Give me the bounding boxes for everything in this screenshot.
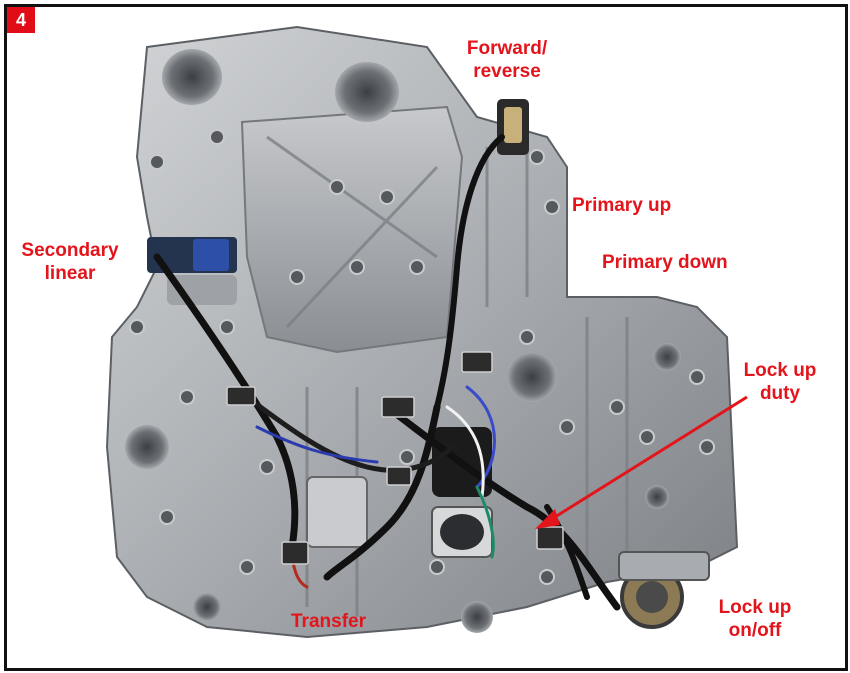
separator-plate xyxy=(240,105,464,354)
valve-bores xyxy=(125,49,681,633)
label-primary-down-text: Primary down xyxy=(602,252,728,273)
label-forward-reverse-line2: reverse xyxy=(473,61,541,82)
label-primary-up: Primary up xyxy=(572,194,671,217)
label-forward-reverse-line1: Forward/ xyxy=(466,38,548,59)
label-secondary-linear-line2: linear xyxy=(44,263,96,284)
label-lock-up-onoff-line2: on/off xyxy=(728,620,782,641)
label-lock-up-duty-line2: duty xyxy=(759,383,801,404)
label-transfer: Transfer xyxy=(291,610,366,633)
label-transfer-text: Transfer xyxy=(291,611,366,632)
lock-up-duty-arrow xyxy=(535,395,748,529)
figure-frame: 4 Forward/ reverse Primary up Primary do… xyxy=(4,4,848,671)
label-lock-up-duty: Lock up duty xyxy=(732,359,828,405)
bolt-holes xyxy=(129,129,715,585)
figure-number-badge: 4 xyxy=(7,7,35,33)
label-lock-up-onoff: Lock up on/off xyxy=(707,596,803,642)
label-lock-up-duty-line1: Lock up xyxy=(743,360,817,381)
label-lock-up-onoff-line1: Lock up xyxy=(718,597,792,618)
label-forward-reverse: Forward/ reverse xyxy=(457,37,557,83)
label-primary-down: Primary down xyxy=(602,251,728,274)
label-primary-up-text: Primary up xyxy=(572,195,672,216)
solenoids xyxy=(147,99,710,629)
wire-connectors xyxy=(226,351,564,565)
valve-body-photo xyxy=(105,25,748,639)
label-secondary-linear-line1: Secondary xyxy=(21,240,119,261)
label-secondary-linear: Secondary linear xyxy=(9,239,131,285)
